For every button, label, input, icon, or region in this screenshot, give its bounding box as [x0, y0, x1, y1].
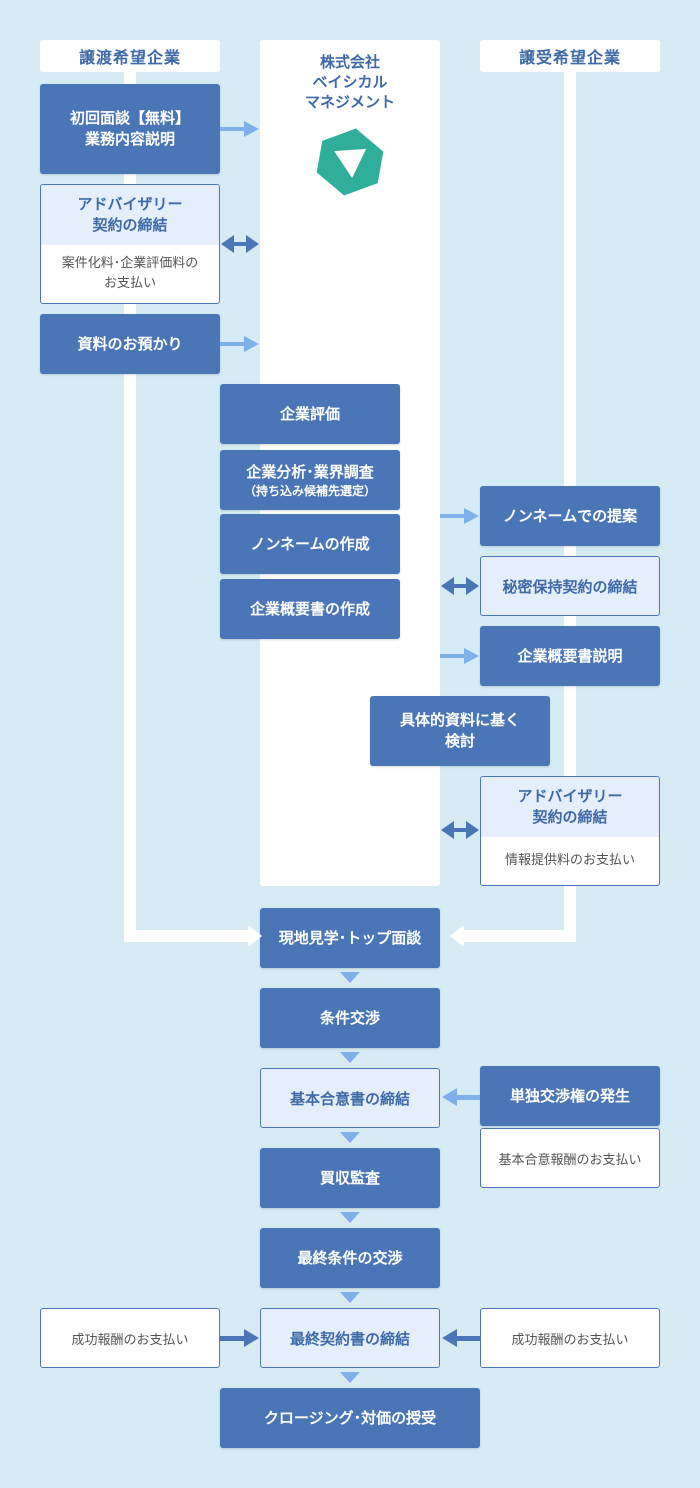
buyer-advisory-line2: 契約の締結	[532, 808, 608, 826]
review-box: 具体的資料に基く 検討	[370, 696, 550, 766]
seller-lane-bottom-line	[124, 930, 250, 942]
site-visit-box: 現地見学･トップ面談	[260, 908, 440, 968]
company-name-line3: マネジメント	[304, 93, 395, 111]
due-diligence-box: 買収監査	[260, 1148, 440, 1208]
seller-success-fee-box: 成功報酬のお支払い	[40, 1308, 220, 1368]
final-contract-box: 最終契約書の締結	[260, 1308, 440, 1368]
closing-label: クロージング･対価の授受	[263, 1408, 437, 1427]
seller-advisory-line2: 契約の締結	[92, 216, 168, 234]
site-visit-label: 現地見学･トップ面談	[278, 928, 422, 947]
arrow-buyer-lane-head	[450, 925, 464, 947]
evaluation-box: 企業評価	[220, 384, 400, 444]
nda-box: 秘密保持契約の締結	[480, 556, 660, 616]
closing-box: クロージング･対価の授受	[220, 1388, 480, 1448]
arrow-down-3	[340, 1132, 360, 1143]
arrow-noname-proposal-right	[440, 508, 479, 524]
negotiation-box: 条件交渉	[260, 988, 440, 1048]
arrow-nda-double	[441, 577, 479, 595]
initial-meeting-line2: 業務内容説明	[84, 130, 175, 148]
buyer-info-fee-label: 情報提供料のお支払い	[504, 853, 635, 868]
seller-header: 譲渡希望企業	[40, 40, 220, 72]
review-line2: 検討	[444, 732, 475, 750]
documents-box: 資料のお預かり	[40, 314, 220, 374]
review-line1: 具体的資料に基く	[399, 711, 520, 729]
arrow-initial-right	[220, 121, 259, 137]
arrow-exclusive-left	[442, 1088, 480, 1106]
analysis-line2: （持ち込み候補先選定）	[243, 483, 376, 498]
seller-advisory-fee: 案件化料･企業評価料の お支払い	[41, 245, 219, 303]
overview-label: 企業概要書の作成	[249, 599, 370, 618]
arrow-buyer-advisory-double	[441, 821, 479, 839]
arrow-seller-advisory-double	[221, 235, 259, 253]
arrow-buyer-success-fee	[442, 1329, 480, 1347]
noname-proposal-box: ノンネームでの提案	[480, 486, 660, 546]
buyer-advisory-title: アドバイザリー 契約の締結	[481, 777, 659, 837]
nda-label: 秘密保持契約の締結	[502, 577, 638, 596]
arrow-seller-lane-head	[248, 925, 262, 947]
seller-header-text: 譲渡希望企業	[78, 48, 181, 67]
noname-proposal-label: ノンネームでの提案	[502, 506, 638, 525]
basic-fee-label: 基本合意報酬のお支払い	[498, 1152, 642, 1168]
loi-label: 基本合意書の締結	[289, 1089, 410, 1108]
company-name-line1: 株式会社	[319, 53, 380, 71]
arrow-overview-explain-right	[440, 648, 479, 664]
overview-explain-label: 企業概要書説明	[517, 646, 623, 665]
arrow-down-4	[340, 1212, 360, 1223]
initial-meeting-box: 初回面談【無料】 業務内容説明	[40, 84, 220, 174]
buyer-success-fee-label: 成功報酬のお支払い	[511, 1332, 629, 1348]
analysis-line1: 企業分析･業界調査	[246, 462, 374, 481]
buyer-info-fee: 情報提供料のお支払い	[481, 837, 659, 885]
company-name-line2: ベイシカル	[312, 73, 388, 91]
exclusive-label: 単独交渉権の発生	[509, 1086, 630, 1105]
arrow-down-6	[340, 1372, 360, 1383]
seller-advisory-line1: アドバイザリー	[77, 195, 183, 213]
documents-label: 資料のお預かり	[77, 334, 183, 353]
noname-box: ノンネームの作成	[220, 514, 400, 574]
arrow-seller-success-fee	[220, 1329, 259, 1347]
exclusive-box: 単独交渉権の発生	[480, 1066, 660, 1126]
arrow-down-1	[340, 972, 360, 983]
buyer-success-fee-box: 成功報酬のお支払い	[480, 1308, 660, 1368]
buyer-advisory-box: アドバイザリー 契約の締結 情報提供料のお支払い	[480, 776, 660, 886]
seller-advisory-fee-line1: 案件化料･企業評価料の	[61, 256, 199, 271]
due-diligence-label: 買収監査	[319, 1168, 380, 1187]
buyer-header-text: 譲受希望企業	[518, 48, 621, 67]
seller-advisory-title: アドバイザリー 契約の締結	[41, 185, 219, 245]
initial-meeting-line1: 初回面談【無料】	[69, 109, 190, 127]
final-negotiation-label: 最終条件の交渉	[297, 1248, 403, 1267]
buyer-lane-bottom-line	[462, 930, 576, 942]
noname-label: ノンネームの作成	[250, 534, 370, 553]
basic-fee-box: 基本合意報酬のお支払い	[480, 1128, 660, 1188]
final-contract-label: 最終契約書の締結	[289, 1329, 410, 1348]
final-negotiation-box: 最終条件の交渉	[260, 1228, 440, 1288]
seller-advisory-box: アドバイザリー 契約の締結 案件化料･企業評価料の お支払い	[40, 184, 220, 304]
buyer-advisory-line1: アドバイザリー	[517, 787, 623, 805]
overview-explain-box: 企業概要書説明	[480, 626, 660, 686]
analysis-box: 企業分析･業界調査 （持ち込み候補先選定）	[220, 450, 400, 510]
arrow-documents-right	[220, 336, 259, 352]
company-name: 株式会社 ベイシカル マネジメント	[260, 52, 440, 112]
company-logo	[316, 128, 384, 196]
evaluation-label: 企業評価	[279, 404, 340, 423]
seller-success-fee-label: 成功報酬のお支払い	[71, 1332, 189, 1348]
buyer-header: 譲受希望企業	[480, 40, 660, 72]
seller-advisory-fee-line2: お支払い	[103, 276, 156, 291]
overview-box: 企業概要書の作成	[220, 579, 400, 639]
arrow-down-2	[340, 1052, 360, 1063]
loi-box: 基本合意書の締結	[260, 1068, 440, 1128]
arrow-down-5	[340, 1292, 360, 1303]
negotiation-label: 条件交渉	[319, 1008, 380, 1027]
